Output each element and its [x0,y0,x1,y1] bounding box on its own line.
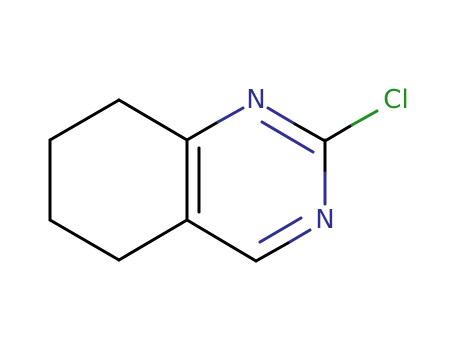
bond-c2-cl-a [323,123,354,143]
bond-c8a-n1-b [216,106,245,124]
bond-c4-c4a [185,218,258,263]
atom-labels: N N Cl [246,85,408,235]
bond-c2-cl-b [350,109,379,127]
atom-cl-label: Cl [383,85,408,115]
bond-c5-c4a [117,218,189,262]
bond-n3-c4-inner [258,216,303,244]
bond-c6-c5 [48,218,121,262]
bonds [48,98,379,263]
bond-n3-c4-b [254,241,290,263]
bond-c8-c8a [117,98,189,142]
bond-n1-c2-a [266,106,297,126]
atom-n1-label: N [246,85,265,115]
bond-c8a-n1-a [185,120,220,142]
bond-c8-c7 [48,98,121,142]
bond-n3-c4-a [286,228,312,245]
bond-n1-c2-b [293,122,327,143]
atom-n3-label: N [315,205,334,235]
bond-n1-c2-inner [260,120,315,154]
